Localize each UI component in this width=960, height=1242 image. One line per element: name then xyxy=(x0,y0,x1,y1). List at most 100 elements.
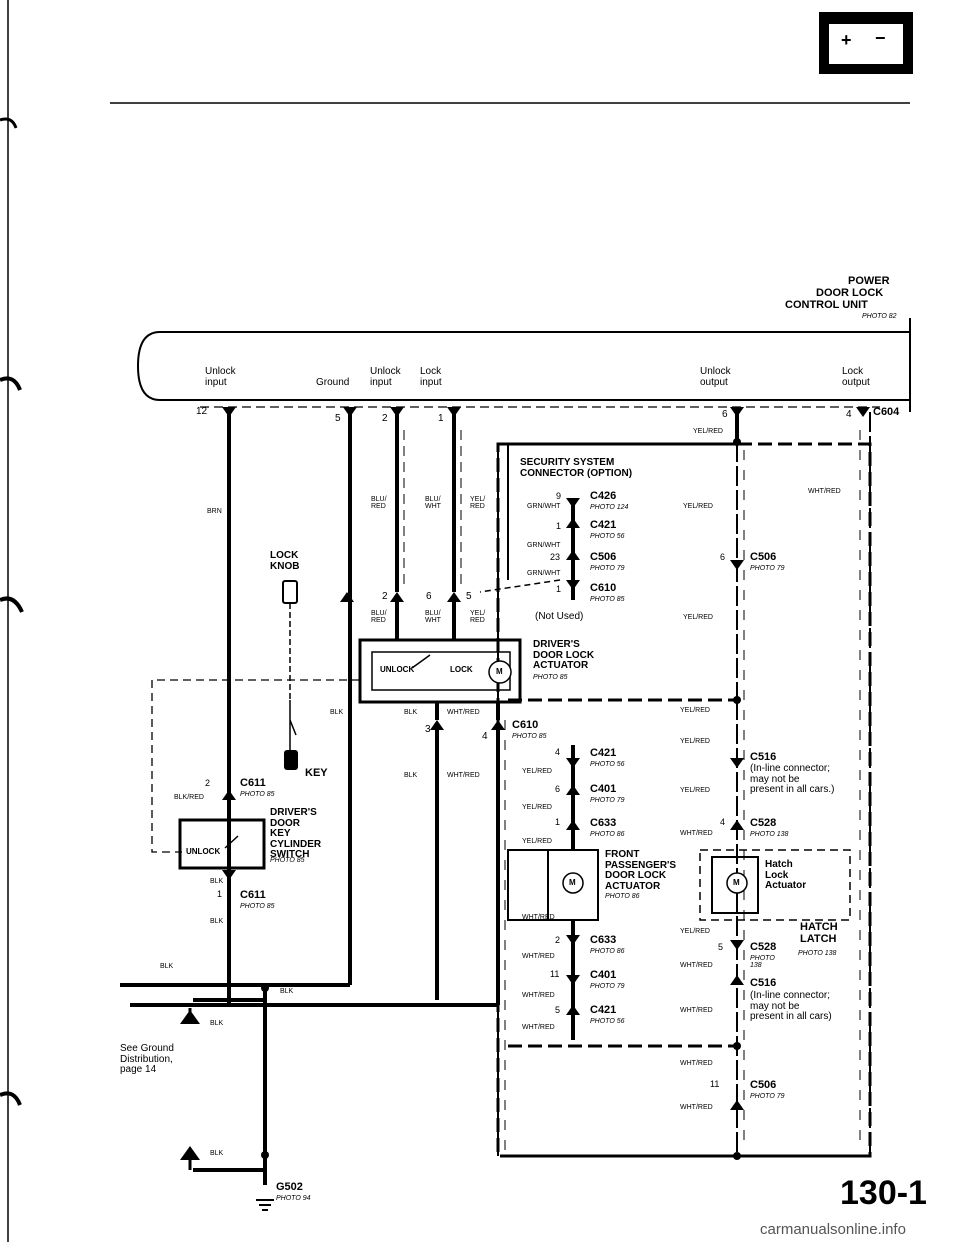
g502-photo: PHOTO 94 xyxy=(276,1195,311,1202)
p-c421-photo: PHOTO 56 xyxy=(590,761,625,768)
hatch-wht-red-c: WHT/RED xyxy=(680,1007,713,1014)
hatch-latch-photo: PHOTO 138 xyxy=(798,950,837,957)
c611-top-pin: 2 xyxy=(205,778,211,788)
hatch-c506-photo: PHOTO 79 xyxy=(750,1093,785,1100)
svg-text:+: + xyxy=(841,30,852,50)
ground-reference-note: See Ground Distribution, page 14 xyxy=(120,1043,174,1075)
c426-photo: PHOTO 124 xyxy=(590,504,629,511)
wire-yel-red: YEL/ RED xyxy=(470,496,486,511)
p-c401-label: C401 xyxy=(590,783,617,795)
wire-blk-e: BLK xyxy=(160,963,174,970)
c611-top-photo: PHOTO 85 xyxy=(240,791,275,798)
passenger-actuator-title: FRONT PASSENGER'S DOOR LOCK ACTUATOR xyxy=(605,849,677,892)
wire-blu-wht-low: BLU/ WHT xyxy=(425,610,441,625)
passenger-motor-icon: M xyxy=(569,878,576,887)
p-c633-wire: YEL/RED xyxy=(522,838,552,845)
hatch-c528b-photo: PHOTO 138 xyxy=(750,955,775,970)
hatch-c528-photo: PHOTO 138 xyxy=(750,831,789,838)
hatch-motor-icon: M xyxy=(733,878,740,887)
c506-pin: 23 xyxy=(550,552,561,562)
wire-wht-red-a: WHT/RED xyxy=(447,709,480,716)
c426-wire: GRN/WHT xyxy=(527,503,561,510)
unlock-input-label: Unlock input xyxy=(205,366,236,388)
wire-blk-red: BLK/RED xyxy=(174,794,204,801)
g502-label: G502 xyxy=(276,1181,303,1193)
p-c421b-photo: PHOTO 56 xyxy=(590,1018,625,1025)
p-wht-red-3: WHT/RED xyxy=(522,992,555,999)
pin-2b: 2 xyxy=(382,591,388,602)
p-c421-label: C421 xyxy=(590,747,617,759)
p-wht-red-2: WHT/RED xyxy=(522,953,555,960)
c610-label: C610 xyxy=(590,582,617,594)
pin-6: 6 xyxy=(722,409,728,420)
key-icon xyxy=(284,700,298,770)
c610-mid-photo: PHOTO 85 xyxy=(512,733,547,740)
hatch-c516b-note: (In-line connector; may not be present i… xyxy=(750,990,832,1022)
hatch-latch-title: HATCH LATCH xyxy=(800,921,838,945)
p-c421-wire: YEL/RED xyxy=(522,768,552,775)
p-c633b-label: C633 xyxy=(590,934,617,946)
passenger-actuator-photo: PHOTO 86 xyxy=(605,893,640,900)
pin-2: 2 xyxy=(382,413,388,424)
p-c421-pin: 4 xyxy=(555,747,561,757)
lock-knob-icon xyxy=(282,580,298,700)
key-label: KEY xyxy=(305,767,328,779)
cylinder-unlock: UNLOCK xyxy=(186,847,221,856)
wire-blu-wht: BLU/ WHT xyxy=(425,496,441,511)
c421-photo: PHOTO 56 xyxy=(590,533,625,540)
p-c401-wire: YEL/RED xyxy=(522,804,552,811)
c611-bot-photo: PHOTO 85 xyxy=(240,903,275,910)
lock-input-label: Lock input xyxy=(420,366,442,388)
hatch-actuator-title: Hatch Lock Actuator xyxy=(765,859,807,891)
unit-title-line2: DOOR LOCK xyxy=(816,287,884,299)
c421-wire: GRN/WHT xyxy=(527,542,561,549)
pin-5: 5 xyxy=(335,413,341,424)
pin-5b: 5 xyxy=(466,591,472,602)
hatch-c528-pin: 4 xyxy=(720,817,726,827)
p-c421-wire-r: YEL/RED xyxy=(680,738,710,745)
wire-blk-d: BLK xyxy=(210,918,224,925)
c506-photo: PHOTO 79 xyxy=(590,565,625,572)
p-wht-red-4: WHT/RED xyxy=(522,1024,555,1031)
p-c633b-photo: PHOTO 86 xyxy=(590,948,625,955)
wire-blk-mid: BLK xyxy=(330,709,344,716)
p-wht-red-1: WHT/RED xyxy=(522,914,555,921)
pin-12: 12 xyxy=(196,406,208,417)
svg-text:−: − xyxy=(875,28,886,48)
c610-mid-label: C610 xyxy=(512,719,539,731)
driver-actuator-unlock: UNLOCK xyxy=(380,665,415,674)
wire-blk-h: BLK xyxy=(210,1150,224,1157)
cylinder-title: DRIVER'S DOOR KEY CYLINDER SWITCH xyxy=(270,807,322,860)
wire-brn: BRN xyxy=(207,508,222,515)
hatch-c516-note: (In-line connector; may not be present i… xyxy=(750,763,835,795)
not-used-label: (Not Used) xyxy=(535,611,584,622)
unlock-input2-label: Unlock input xyxy=(370,366,401,388)
wire-blu-red-low: BLU/ RED xyxy=(371,610,387,625)
wire-blk-c: BLK xyxy=(210,878,224,885)
c421-label: C421 xyxy=(590,519,617,531)
pin-6b: 6 xyxy=(426,591,432,602)
unit-photo: PHOTO 82 xyxy=(862,313,897,320)
p-c401-photo: PHOTO 79 xyxy=(590,797,625,804)
c506r-pin: 6 xyxy=(720,552,726,562)
hatch-wht-red-b: WHT/RED xyxy=(680,962,713,969)
p-c421b-label: C421 xyxy=(590,1004,617,1016)
p-c633-label: C633 xyxy=(590,817,617,829)
c421-pin: 1 xyxy=(556,521,562,531)
wire-blk-f: BLK xyxy=(280,988,294,995)
ground-label: Ground xyxy=(316,377,350,388)
wire-yel-red-top: YEL/RED xyxy=(693,428,723,435)
battery-icon: + − xyxy=(819,12,913,74)
security-title: SECURITY SYSTEM CONNECTOR (OPTION) xyxy=(520,457,633,479)
wire-yel-red-low: YEL/ RED xyxy=(470,610,486,625)
yel-red-mid: YEL/RED xyxy=(680,707,710,714)
p-c401-pin: 6 xyxy=(555,784,561,794)
p-c401-wire-r: YEL/RED xyxy=(680,787,710,794)
pin-4b: 4 xyxy=(482,731,488,742)
p-c401b-label: C401 xyxy=(590,969,617,981)
p-c633b-pin: 2 xyxy=(555,935,561,945)
pin-1: 1 xyxy=(438,413,444,424)
hatch-c516: C516 xyxy=(750,751,777,763)
pin-3: 3 xyxy=(425,724,431,735)
